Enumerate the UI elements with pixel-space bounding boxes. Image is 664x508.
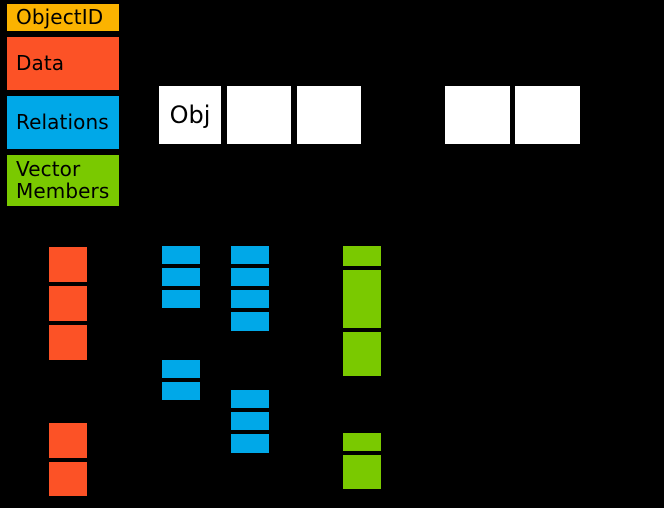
vector-members-blocks-column-block-1 xyxy=(341,244,383,268)
object-cell-left-3 xyxy=(295,84,363,146)
relations-blocks-column-a-block-1 xyxy=(160,244,202,266)
legend-item-label: Relations xyxy=(16,109,109,134)
object-cell-left-2 xyxy=(225,84,293,146)
object-cell-left-1: Obj xyxy=(157,84,223,146)
vector-members-blocks-column-block-3 xyxy=(341,330,383,378)
legend-item-vector-members: Vector Members xyxy=(5,153,121,208)
legend-item-label: Data xyxy=(16,50,65,75)
object-cell-right-2 xyxy=(513,84,582,146)
vector-members-blocks-column-block-4 xyxy=(341,431,383,453)
relations-blocks-column-b-block-2 xyxy=(229,266,271,288)
relations-blocks-column-b-block-1 xyxy=(229,244,271,266)
legend-item-data: Data xyxy=(5,35,121,92)
relations-blocks-column-a-block-4 xyxy=(160,358,202,380)
data-blocks-column-block-2 xyxy=(47,284,89,323)
data-blocks-column-block-1 xyxy=(47,245,89,284)
vector-members-blocks-column-block-2 xyxy=(341,268,383,330)
object-cell-right-1 xyxy=(443,84,512,146)
relations-blocks-column-a-block-3 xyxy=(160,288,202,310)
relations-blocks-column-a-block-5 xyxy=(160,380,202,402)
relations-blocks-column-b-block-5 xyxy=(229,388,271,410)
data-blocks-column-block-5 xyxy=(47,460,89,498)
data-blocks-column-block-3 xyxy=(47,323,89,362)
legend-item-objectid: ObjectID xyxy=(5,2,121,33)
legend-item-label: Vector Members xyxy=(16,156,110,203)
data-blocks-column-block-4 xyxy=(47,421,89,460)
relations-blocks-column-b-block-6 xyxy=(229,410,271,432)
legend-item-relations: Relations xyxy=(5,94,121,151)
legend-item-label: ObjectID xyxy=(16,4,104,29)
relations-blocks-column-b-block-7 xyxy=(229,432,271,455)
relations-blocks-column-a-block-2 xyxy=(160,266,202,288)
relations-blocks-column-b-block-4 xyxy=(229,310,271,333)
vector-members-blocks-column-block-5 xyxy=(341,453,383,491)
object-cell-label: Obj xyxy=(169,101,211,129)
relations-blocks-column-b-block-3 xyxy=(229,288,271,310)
